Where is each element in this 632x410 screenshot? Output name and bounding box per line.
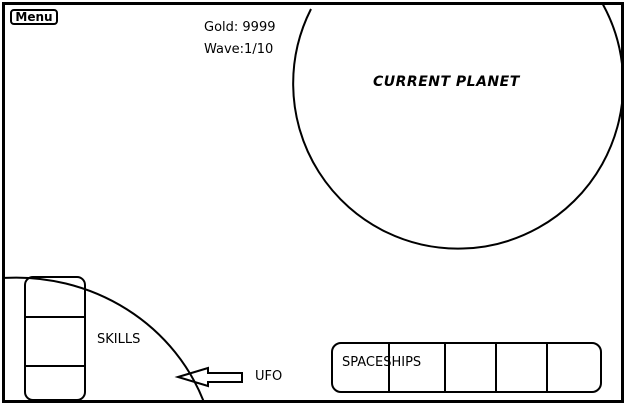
skills-panel xyxy=(24,276,86,400)
skill-slot-1[interactable] xyxy=(26,278,84,316)
current-planet-label: CURRENT PLANET xyxy=(373,74,520,90)
ufo-arrow-icon xyxy=(174,366,243,388)
current-planet-circle[interactable] xyxy=(292,5,622,250)
skill-slot-2[interactable] xyxy=(26,318,84,365)
skills-label: SKILLS xyxy=(97,332,141,347)
scene-drawing xyxy=(5,5,622,400)
skill-slot-3[interactable] xyxy=(26,367,84,399)
spaceships-bar-frame xyxy=(331,342,602,393)
game-screen: Menu Gold: 9999 Wave:1/10 CURRENT PLANET… xyxy=(2,2,624,403)
spaceship-slot-4[interactable] xyxy=(497,344,546,391)
gold-counter: Gold: 9999 xyxy=(204,20,276,35)
skills-panel-frame xyxy=(24,276,86,400)
spaceship-slot-5[interactable] xyxy=(548,344,600,391)
spaceships-label: SPACESHIPS xyxy=(342,355,422,370)
ufo-label: UFO xyxy=(255,369,283,384)
menu-button[interactable]: Menu xyxy=(10,9,58,25)
spaceship-slot-3[interactable] xyxy=(446,344,495,391)
wave-counter: Wave:1/10 xyxy=(204,42,274,57)
spaceships-bar xyxy=(331,342,602,393)
